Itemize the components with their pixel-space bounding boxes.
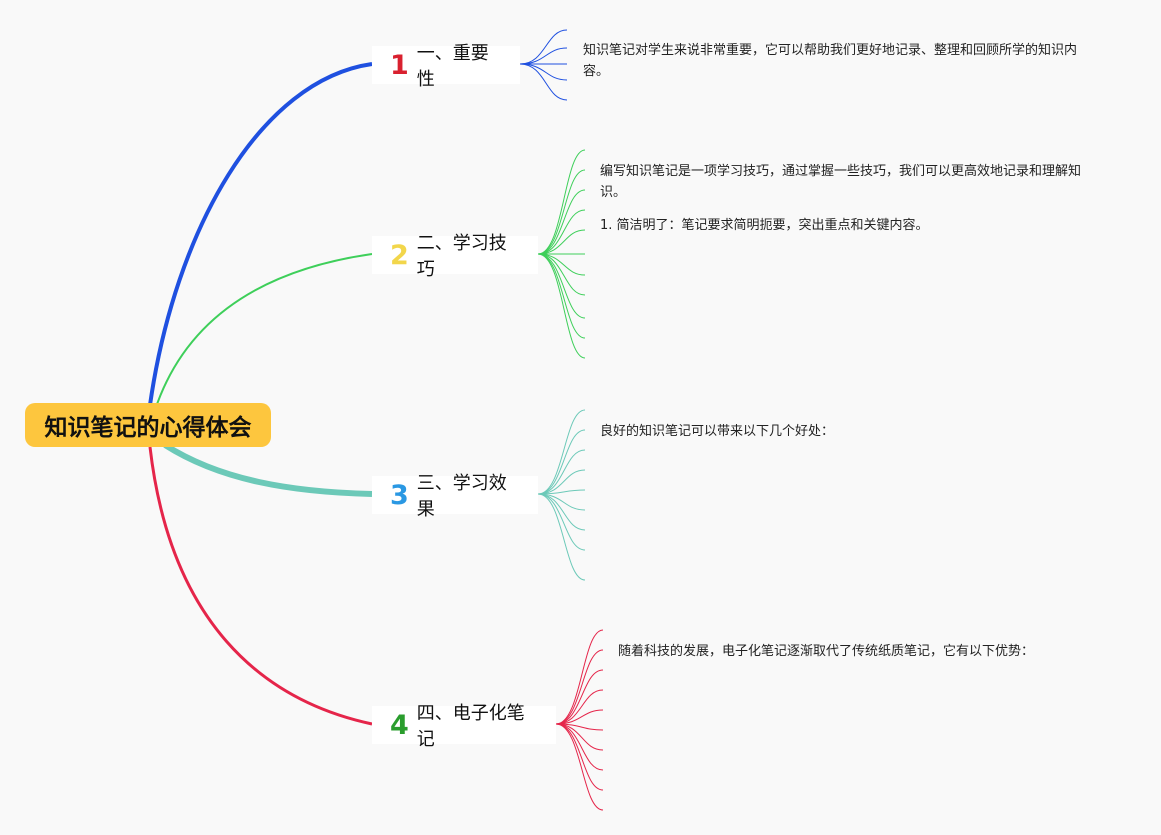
fan-line bbox=[537, 253, 586, 339]
number-three-icon: 3 bbox=[390, 479, 409, 511]
fan-line bbox=[537, 429, 586, 495]
note-text: 良好的知识笔记可以带来以下几个好处： bbox=[600, 424, 835, 439]
fan-line bbox=[555, 723, 604, 751]
number-one-icon: 1 bbox=[390, 49, 409, 81]
branch-label: 四、电子化笔记 bbox=[416, 703, 525, 750]
fan-line bbox=[537, 409, 586, 495]
fan-line bbox=[555, 649, 604, 725]
branch-learning-skills[interactable]: 2 二、学习技巧 bbox=[372, 233, 538, 280]
fan-line bbox=[519, 63, 568, 101]
fan-line bbox=[555, 689, 604, 725]
detail-fan-lines bbox=[519, 29, 604, 811]
fan-line bbox=[555, 723, 604, 811]
fan-line bbox=[555, 723, 604, 771]
fan-line bbox=[519, 63, 568, 81]
branch-line-3 bbox=[163, 442, 373, 497]
note-text: 知识笔记对学生来说非常重要，它可以帮助我们更好地记录、整理和回顾所学的知识内容。 bbox=[583, 43, 1078, 79]
branch-line-2 bbox=[154, 253, 373, 411]
fan-line bbox=[537, 149, 586, 255]
branch-learning-effects[interactable]: 3 三、学习效果 bbox=[372, 473, 538, 520]
branch-label: 二、学习技巧 bbox=[416, 233, 507, 280]
fan-line bbox=[537, 469, 586, 495]
root-topic[interactable]: 知识笔记的心得体会 bbox=[25, 403, 271, 447]
fan-line bbox=[537, 493, 586, 581]
fan-line bbox=[537, 229, 586, 255]
fan-line bbox=[555, 629, 604, 725]
note-text: 编写知识笔记是一项学习技巧，通过掌握一些技巧，我们可以更高效地记录和理解知识。 bbox=[600, 164, 1082, 200]
note-importance[interactable]: 知识笔记对学生来说非常重要，它可以帮助我们更好地记录、整理和回顾所学的知识内容。 bbox=[583, 40, 1083, 82]
branch-digital-notes[interactable]: 4 四、电子化笔记 bbox=[372, 703, 556, 750]
branch-label: 一、重要性 bbox=[416, 43, 489, 90]
fan-line bbox=[555, 709, 604, 725]
root-title: 知识笔记的心得体会 bbox=[44, 415, 252, 441]
note-learning-skills[interactable]: 编写知识笔记是一项学习技巧，通过掌握一些技巧，我们可以更高效地记录和理解知识。 … bbox=[600, 161, 1100, 236]
fan-line bbox=[537, 169, 586, 255]
fan-line bbox=[555, 669, 604, 725]
fan-line bbox=[519, 29, 568, 65]
fan-line bbox=[537, 209, 586, 255]
branch-line-1 bbox=[148, 62, 373, 406]
fan-line bbox=[537, 493, 586, 551]
note-text-item: 1. 简洁明了：笔记要求简明扼要，突出重点和关键内容。 bbox=[600, 218, 929, 233]
branch-importance[interactable]: 1 一、重要性 bbox=[372, 43, 520, 90]
fan-line bbox=[537, 253, 586, 296]
note-digital-notes[interactable]: 随着科技的发展，电子化笔记逐渐取代了传统纸质笔记，它有以下优势： bbox=[618, 641, 1118, 662]
fan-line bbox=[537, 449, 586, 495]
fan-line bbox=[537, 253, 586, 359]
fan-line bbox=[537, 189, 586, 255]
branch-label: 三、学习效果 bbox=[416, 473, 507, 520]
fan-line bbox=[555, 723, 604, 791]
note-text: 随着科技的发展，电子化笔记逐渐取代了传统纸质笔记，它有以下优势： bbox=[618, 644, 1035, 659]
fan-line bbox=[537, 493, 586, 531]
number-two-icon: 2 bbox=[390, 239, 409, 271]
note-learning-effects[interactable]: 良好的知识笔记可以带来以下几个好处： bbox=[600, 421, 1100, 442]
branch-line-4 bbox=[148, 446, 373, 726]
fan-line bbox=[519, 47, 568, 65]
number-four-icon: 4 bbox=[390, 709, 409, 741]
